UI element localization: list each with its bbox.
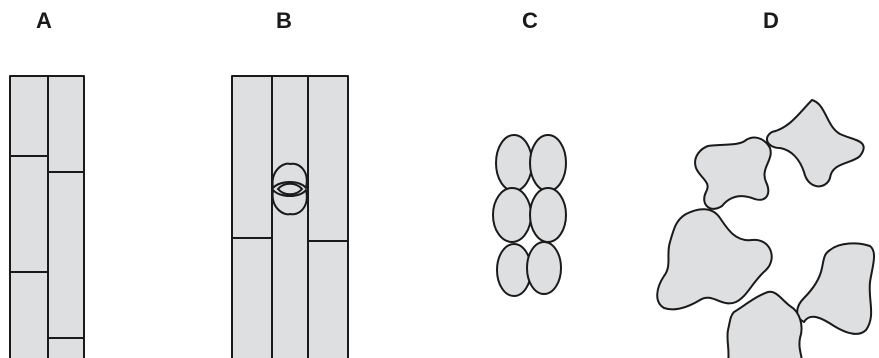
cell-a-right-1 xyxy=(47,75,85,173)
stomatal-pore xyxy=(276,182,304,196)
panel-label-c: C xyxy=(522,8,538,33)
cell-c-5 xyxy=(496,243,532,297)
panel-label-d: D xyxy=(763,8,779,33)
panel-label-b: B xyxy=(276,8,292,33)
guard-cell-upper xyxy=(271,162,308,189)
cell-d-1 xyxy=(765,99,865,188)
panel-b-epidermis-with-stomata xyxy=(231,75,349,358)
cell-a-right-3 xyxy=(47,337,85,358)
cell-b-right-lower xyxy=(307,240,349,358)
panel-a-elongated-cells xyxy=(9,75,85,358)
panel-c-oval-cells xyxy=(492,134,567,297)
cell-c-1 xyxy=(495,134,533,192)
cell-d-3 xyxy=(656,208,773,311)
cell-b-left-upper xyxy=(231,75,273,239)
cell-b-middle xyxy=(271,75,309,358)
cell-d-2 xyxy=(694,136,772,210)
cell-a-left-1 xyxy=(9,75,49,157)
panel-d-lobed-cells xyxy=(656,99,876,358)
cell-d-5 xyxy=(726,290,803,358)
panel-label-a: A xyxy=(36,8,52,33)
cell-b-right-upper xyxy=(307,75,349,242)
cell-c-4 xyxy=(529,187,567,243)
stoma xyxy=(271,162,308,216)
cell-a-left-3 xyxy=(9,271,49,358)
cell-b-left-lower xyxy=(231,237,273,358)
cell-a-right-2 xyxy=(47,171,85,339)
cell-c-3 xyxy=(492,187,532,243)
cell-c-2 xyxy=(529,134,567,192)
cell-a-left-2 xyxy=(9,155,49,273)
cell-d-4 xyxy=(796,242,876,335)
guard-cell-lower xyxy=(271,189,308,216)
cell-c-6 xyxy=(526,241,562,295)
